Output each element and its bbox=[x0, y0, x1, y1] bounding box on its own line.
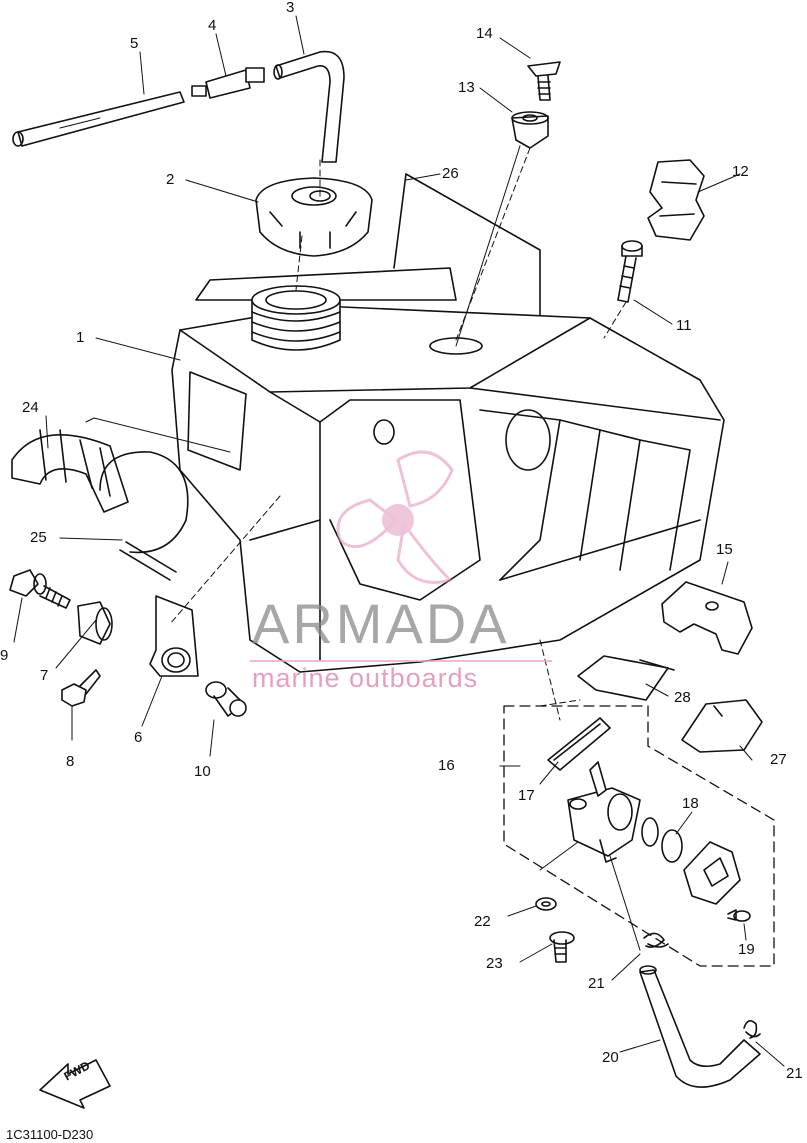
callout-28: 28 bbox=[674, 689, 691, 706]
callout-22: 22 bbox=[474, 913, 491, 930]
callout-9: 9 bbox=[0, 647, 9, 664]
part-6-bracket bbox=[149, 595, 199, 677]
callout-14: 14 bbox=[476, 25, 493, 42]
part-23-screw bbox=[549, 931, 575, 963]
part-24-damper bbox=[11, 429, 129, 513]
diagram-code: 1C31100-D230 bbox=[6, 1127, 94, 1142]
callout-21-upper: 21 bbox=[588, 975, 605, 992]
part-1-fuel-tank bbox=[171, 305, 725, 673]
part-2-fuel-cap bbox=[255, 177, 373, 257]
callout-16: 16 bbox=[438, 757, 455, 774]
part-7-grommet bbox=[77, 601, 113, 645]
callout-6: 6 bbox=[134, 729, 143, 746]
part-21-clip-lower bbox=[743, 1020, 761, 1039]
callout-27: 27 bbox=[770, 751, 787, 768]
part-5-fuel-hose bbox=[12, 91, 185, 147]
part-10-collar bbox=[205, 681, 247, 717]
callout-17: 17 bbox=[518, 787, 535, 804]
callout-12: 12 bbox=[732, 163, 749, 180]
part-16-assembly-outline bbox=[503, 705, 775, 967]
filler-neck bbox=[251, 285, 341, 351]
part-17-oring bbox=[547, 717, 611, 771]
part-12-clamp bbox=[647, 159, 705, 241]
callout-24: 24 bbox=[22, 399, 39, 416]
callout-10: 10 bbox=[194, 763, 211, 780]
callout-26: 26 bbox=[442, 165, 459, 182]
callout-13: 13 bbox=[458, 79, 475, 96]
callout-3: 3 bbox=[286, 0, 295, 16]
part-28-gasket bbox=[577, 655, 675, 701]
part-25-band bbox=[99, 451, 189, 581]
callout-20: 20 bbox=[602, 1049, 619, 1066]
part-22-washer bbox=[535, 897, 557, 911]
watermark-propeller-logo bbox=[336, 450, 454, 584]
part-19-screw bbox=[727, 909, 751, 922]
part-27-cover bbox=[681, 699, 763, 753]
callout-7: 7 bbox=[40, 667, 49, 684]
callout-18: 18 bbox=[682, 795, 699, 812]
part-13-collar bbox=[511, 111, 549, 149]
part-9-bolt bbox=[9, 569, 71, 609]
fuel-cock-lever-plate bbox=[683, 841, 741, 905]
part-18-oring bbox=[641, 817, 683, 863]
callout-25: 25 bbox=[30, 529, 47, 546]
callout-21-lower: 21 bbox=[786, 1065, 803, 1082]
fwd-arrow-outline bbox=[39, 1059, 111, 1109]
part-21-clip-upper bbox=[643, 932, 669, 948]
part-8-bolt bbox=[61, 669, 101, 707]
part-20-fuel-hose bbox=[639, 965, 761, 1088]
callout-1: 1 bbox=[76, 329, 85, 346]
watermark-brand: ARMADA bbox=[252, 592, 510, 655]
watermark-divider bbox=[250, 660, 552, 662]
callout-2: 2 bbox=[166, 171, 175, 188]
watermark-tagline: marine outboards bbox=[252, 663, 479, 693]
callout-23: 23 bbox=[486, 955, 503, 972]
part-4-breather-valve bbox=[191, 67, 265, 99]
hidden-lines bbox=[169, 147, 627, 721]
part-14-screw bbox=[527, 61, 561, 101]
part-15-bracket bbox=[661, 581, 753, 655]
part-3-breather-hose bbox=[273, 50, 345, 163]
callout-11: 11 bbox=[676, 317, 692, 334]
callout-15: 15 bbox=[716, 541, 733, 558]
callout-5: 5 bbox=[130, 35, 139, 52]
part-11-bolt bbox=[617, 240, 643, 303]
callout-19: 19 bbox=[738, 941, 755, 958]
fuel-cock-body bbox=[567, 761, 641, 863]
callout-4: 4 bbox=[208, 17, 217, 34]
callout-8: 8 bbox=[66, 753, 75, 770]
